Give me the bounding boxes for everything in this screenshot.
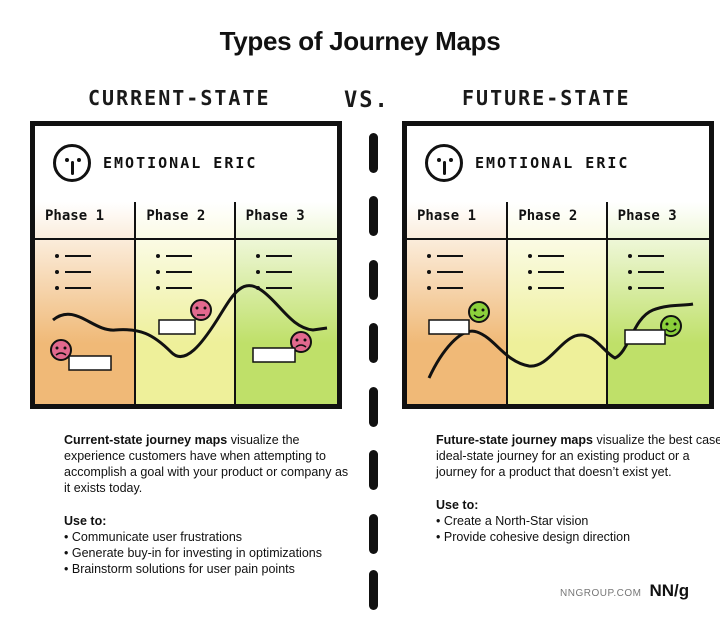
- persona-header: EMOTIONAL ERIC: [425, 144, 629, 182]
- bullet-list: [627, 250, 664, 298]
- bullet-list: [528, 250, 565, 298]
- phase-grid: Phase 1 Phase 2 Phase 3: [35, 202, 337, 404]
- use-to-heading: Use to:: [436, 498, 479, 512]
- phase-column-2: Phase 2: [134, 202, 234, 404]
- phase-rule: [508, 238, 606, 240]
- footer: NNGROUP.COM NN/g: [560, 581, 689, 601]
- speech-bubble: [68, 355, 112, 371]
- bullet-list: [55, 250, 91, 298]
- persona-name: EMOTIONAL ERIC: [103, 154, 258, 172]
- future-state-journey-map: EMOTIONAL ERIC Phase 1 Phase 2 Phase 3: [402, 121, 714, 409]
- phase-label: Phase 1: [45, 208, 105, 224]
- phase-label: Phase 1: [417, 208, 477, 224]
- vs-heading: VS.: [344, 88, 390, 113]
- divider-dash: [369, 196, 378, 236]
- phase-rule: [35, 238, 135, 240]
- list-item: Generate buy-in for investing in optimiz…: [64, 545, 354, 561]
- current-state-journey-map: EMOTIONAL ERIC Phase 1 Phase 2 Phase 3: [30, 121, 342, 409]
- sad-face-icon: [290, 331, 312, 353]
- persona-name: EMOTIONAL ERIC: [475, 154, 630, 172]
- sad-face-icon: [50, 339, 72, 361]
- phase-rule: [407, 238, 507, 240]
- future-state-heading: FUTURE-STATE: [462, 86, 631, 110]
- persona-face-icon: [53, 144, 91, 182]
- speech-bubble: [624, 329, 666, 345]
- caption-paragraph: Current-state journey maps visualize the…: [64, 432, 354, 496]
- footer-url: NNGROUP.COM: [560, 588, 642, 599]
- phase-label: Phase 3: [245, 208, 305, 224]
- list-item: Create a North-Star vision: [436, 513, 720, 529]
- phase-label: Phase 2: [518, 208, 578, 224]
- bullet-list: [156, 250, 193, 298]
- caption-paragraph: Future-state journey maps visualize the …: [436, 432, 720, 480]
- happy-face-icon: [468, 301, 490, 323]
- phase-label: Phase 2: [146, 208, 206, 224]
- speech-bubble: [158, 319, 196, 335]
- phase-rule: [136, 238, 234, 240]
- current-state-description: Current-state journey maps visualize the…: [64, 432, 354, 577]
- list-item: Communicate user frustrations: [64, 529, 354, 545]
- page-title: Types of Journey Maps: [219, 26, 501, 56]
- use-to-list: Create a North-Star vision Provide cohes…: [436, 513, 720, 545]
- phase-rule: [607, 238, 709, 240]
- emotion-curve: [427, 301, 694, 379]
- phase-rule: [235, 238, 337, 240]
- sad-face-icon: [190, 299, 212, 321]
- caption-text: visualize the experience customers have …: [64, 433, 349, 495]
- use-to-heading: Use to:: [64, 514, 107, 528]
- divider-dash: [369, 514, 378, 554]
- list-item: Brainstorm solutions for user pain point…: [64, 561, 354, 577]
- speech-bubble: [252, 347, 296, 363]
- bullet-list: [427, 250, 463, 298]
- use-to-list: Communicate user frustrations Generate b…: [64, 529, 354, 577]
- caption-text: visualize the best case, ideal-state jou…: [436, 433, 720, 479]
- future-state-description: Future-state journey maps visualize the …: [436, 432, 720, 545]
- nng-logo: NN/g: [649, 581, 690, 600]
- caption-term: Current-state journey maps: [64, 433, 228, 447]
- divider-dash: [369, 387, 378, 427]
- phase-column-2: Phase 2: [506, 202, 606, 404]
- list-item: Provide cohesive design direction: [436, 529, 720, 545]
- emotion-curve: [50, 284, 328, 371]
- divider-dash: [369, 450, 378, 490]
- persona-header: EMOTIONAL ERIC: [53, 144, 257, 182]
- persona-face-icon: [425, 144, 463, 182]
- phase-column-1: Phase 1: [407, 202, 507, 404]
- divider-dash: [369, 133, 378, 173]
- phase-label: Phase 3: [617, 208, 677, 224]
- phase-grid: Phase 1 Phase 2 Phase 3: [407, 202, 709, 404]
- divider-dash: [369, 570, 378, 610]
- divider-dash: [369, 260, 378, 300]
- speech-bubble: [428, 319, 470, 335]
- divider-dash: [369, 323, 378, 363]
- happy-face-icon: [660, 315, 682, 337]
- caption-term: Future-state journey maps: [436, 433, 593, 447]
- current-state-heading: CURRENT-STATE: [88, 86, 271, 110]
- phase-column-3: Phase 3: [233, 202, 337, 404]
